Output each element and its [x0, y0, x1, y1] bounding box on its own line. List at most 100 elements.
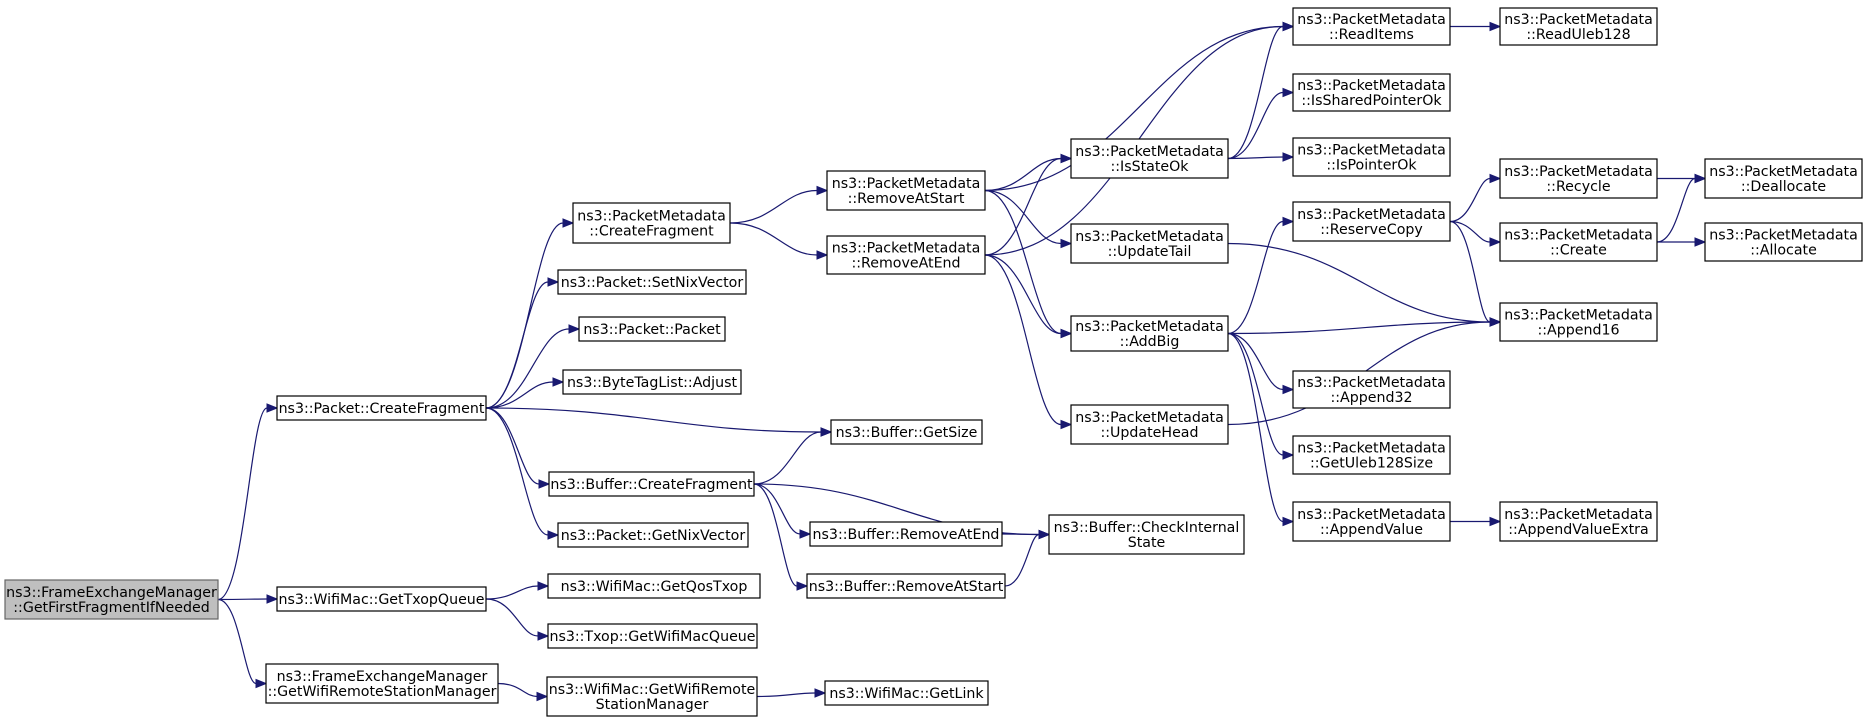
- node-ns3-packetmetadata-removeatend[interactable]: ns3::PacketMetadata::RemoveAtEnd: [826, 235, 986, 275]
- node-ns3-packetmetadata-appendvalue[interactable]: ns3::PacketMetadata::AppendValue: [1292, 501, 1451, 542]
- node-label: ns3::PacketMetadata: [1075, 410, 1224, 426]
- node-box: [809, 521, 1003, 547]
- edge-arrowhead: [547, 530, 560, 540]
- node-ns3-wifimac-getlink[interactable]: ns3::WifiMac::GetLink: [824, 680, 989, 706]
- node-ns3-packetmetadata-createfragment[interactable]: ns3::PacketMetadata::CreateFragment: [572, 202, 731, 244]
- node-label: ns3::WifiMac::GetWifiRemote: [549, 682, 755, 698]
- node-label: ns3::PacketMetadata: [1504, 507, 1653, 523]
- node-ns3-packetmetadata-issharedpointerok[interactable]: ns3::PacketMetadata::IsSharedPointerOk: [1292, 73, 1451, 112]
- node-ns3-packetmetadata-updatetail[interactable]: ns3::PacketMetadata::UpdateTail: [1070, 223, 1229, 264]
- node-label: ::IsSharedPointerOk: [1301, 93, 1442, 109]
- node-label: ns3::PacketMetadata: [1297, 507, 1446, 523]
- node-ns3-packetmetadata-getuleb128size[interactable]: ns3::PacketMetadata::GetUleb128Size: [1292, 435, 1451, 475]
- node-label: ns3::PacketMetadata: [1504, 308, 1653, 324]
- edge-arrowhead: [537, 581, 550, 591]
- edge-arrowhead: [547, 277, 560, 287]
- edge-n13-n19: [984, 157, 1062, 192]
- node-box: [1070, 404, 1229, 445]
- edge-arrowhead: [568, 324, 581, 334]
- node-box: [1499, 158, 1658, 199]
- node-ns3-packetmetadata-recycle[interactable]: ns3::PacketMetadata::Recycle: [1499, 158, 1658, 199]
- node-ns3-packetmetadata-create[interactable]: ns3::PacketMetadata::Create: [1499, 222, 1658, 262]
- node-ns3-packetmetadata-ispointerok[interactable]: ns3::PacketMetadata::IsPointerOk: [1292, 137, 1451, 177]
- node-label: ns3::WifiMac::GetQosTxop: [561, 579, 748, 595]
- node-ns3-buffer-removeatend[interactable]: ns3::Buffer::RemoveAtEnd: [809, 521, 1003, 547]
- node-ns3-packet-createfragment[interactable]: ns3::Packet::CreateFragment: [276, 395, 487, 421]
- node-ns3-wifimac-getqostxop[interactable]: ns3::WifiMac::GetQosTxop: [547, 573, 761, 599]
- edge-n21-n27: [1227, 220, 1284, 335]
- edge-arrowhead: [816, 250, 829, 260]
- node-ns3-packetmetadata-readitems[interactable]: ns3::PacketMetadata::ReadItems: [1292, 7, 1451, 46]
- node-label: ns3::PacketMetadata: [1075, 144, 1224, 160]
- node-ns3-buffer-getsize[interactable]: ns3::Buffer::GetSize: [830, 419, 983, 445]
- node-ns3-packetmetadata-deallocate[interactable]: ns3::PacketMetadata::Deallocate: [1704, 158, 1863, 199]
- node-ns3-packet-getnixvector[interactable]: ns3::Packet::GetNixVector: [557, 522, 749, 548]
- nodes-layer: ns3::FrameExchangeManager::GetFirstFragm…: [4, 7, 1863, 717]
- node-ns3-packetmetadata-updatehead[interactable]: ns3::PacketMetadata::UpdateHead: [1070, 404, 1229, 445]
- edge-n27-n33: [1449, 220, 1491, 243]
- node-box: [547, 623, 758, 649]
- node-label: ns3::Packet::SetNixVector: [561, 275, 744, 291]
- edge-n14-n21: [984, 254, 1062, 335]
- node-label: ::CreateFragment: [589, 224, 714, 240]
- edge-arrowhead: [1038, 529, 1051, 540]
- node-label: ns3::Buffer::RemoveAtEnd: [813, 527, 1000, 543]
- node-box: [1048, 514, 1245, 555]
- node-box: [826, 170, 986, 211]
- node-ns3-packetmetadata-append32[interactable]: ns3::PacketMetadata::Append32: [1292, 370, 1451, 409]
- node-ns3-frameexchangemanager-getwifiremotestationmanager[interactable]: ns3::FrameExchangeManager::GetWifiRemote…: [265, 663, 499, 704]
- edge-n33-n36: [1656, 177, 1696, 243]
- edge-n13-n21: [984, 189, 1062, 335]
- edge-n4-n13: [729, 189, 818, 224]
- node-ns3-buffer-createfragment[interactable]: ns3::Buffer::CreateFragment: [548, 471, 755, 497]
- node-ns3-wifimac-getwifiremotestationmanager[interactable]: ns3::WifiMac::GetWifiRemoteStationManage…: [546, 676, 758, 717]
- edge-n21-n34: [1227, 321, 1491, 335]
- node-ns3-packetmetadata-appendvalueextra[interactable]: ns3::PacketMetadata::AppendValueExtra: [1499, 501, 1658, 542]
- node-ns3-packetmetadata-readuleb128[interactable]: ns3::PacketMetadata::ReadUleb128: [1499, 7, 1658, 46]
- node-label: ns3::FrameExchangeManager: [6, 585, 217, 601]
- edge-arrowhead: [537, 631, 550, 641]
- edge-n1-n6: [485, 328, 570, 409]
- node-label: ns3::Buffer::CheckInternal: [1054, 520, 1240, 536]
- edge-n19-n26: [1227, 156, 1284, 160]
- node-label: ns3::Buffer::GetSize: [836, 425, 978, 441]
- edge-arrowhead: [1060, 153, 1073, 164]
- node-label: ns3::PacketMetadata: [1504, 12, 1653, 28]
- edge-arrowhead: [814, 688, 827, 698]
- node-box: [1292, 501, 1451, 542]
- node-label: ::Recycle: [1546, 179, 1610, 195]
- node-ns3-packetmetadata-reservecopy[interactable]: ns3::PacketMetadata::ReserveCopy: [1292, 201, 1451, 242]
- node-ns3-buffer-removeatstart[interactable]: ns3::Buffer::RemoveAtStart: [806, 573, 1006, 599]
- node-ns3-wifimac-gettxopqueue[interactable]: ns3::WifiMac::GetTxopQueue: [276, 586, 487, 612]
- edge-arrowhead: [1282, 87, 1295, 98]
- edge-n27-n32: [1449, 177, 1491, 223]
- node-label: ::GetFirstFragmentIfNeeded: [13, 600, 209, 616]
- node-label: ::RemoveAtStart: [848, 191, 965, 207]
- node-ns3-packetmetadata-allocate[interactable]: ns3::PacketMetadata::Allocate: [1704, 222, 1863, 262]
- node-box: [1292, 201, 1451, 242]
- node-ns3-packetmetadata-addbig[interactable]: ns3::PacketMetadata::AddBig: [1070, 315, 1229, 352]
- node-label: ns3::PacketMetadata: [1504, 228, 1653, 244]
- node-ns3-packet-packet[interactable]: ns3::Packet::Packet: [578, 316, 726, 342]
- node-ns3-packetmetadata-append16[interactable]: ns3::PacketMetadata::Append16: [1499, 302, 1658, 342]
- node-ns3-bytetaglist-adjust[interactable]: ns3::ByteTagList::Adjust: [562, 369, 742, 395]
- node-ns3-packet-setnixvector[interactable]: ns3::Packet::SetNixVector: [557, 269, 747, 295]
- node-label: ns3::Packet::GetNixVector: [561, 528, 746, 544]
- node-ns3-packetmetadata-removeatstart[interactable]: ns3::PacketMetadata::RemoveAtStart: [826, 170, 986, 211]
- node-ns3-frameexchangemanager-getfirstfragmentifneeded[interactable]: ns3::FrameExchangeManager::GetFirstFragm…: [4, 579, 219, 620]
- node-box: [1499, 7, 1658, 46]
- node-ns3-txop-getwifimacqueue[interactable]: ns3::Txop::GetWifiMacQueue: [547, 623, 758, 649]
- node-box: [1292, 370, 1451, 409]
- edge-n3-n12: [497, 682, 538, 698]
- node-ns3-packetmetadata-isstateok[interactable]: ns3::PacketMetadata::IsStateOk: [1070, 138, 1229, 179]
- node-label: ns3::PacketMetadata: [1075, 229, 1224, 245]
- node-box: [546, 676, 758, 717]
- edge-n8-n16: [753, 483, 801, 535]
- edge-arrowhead: [799, 529, 812, 539]
- edge-arrowhead: [1489, 317, 1502, 327]
- edge-arrowhead: [1060, 238, 1073, 249]
- node-box: [572, 202, 731, 244]
- edge-arrowhead: [538, 479, 551, 489]
